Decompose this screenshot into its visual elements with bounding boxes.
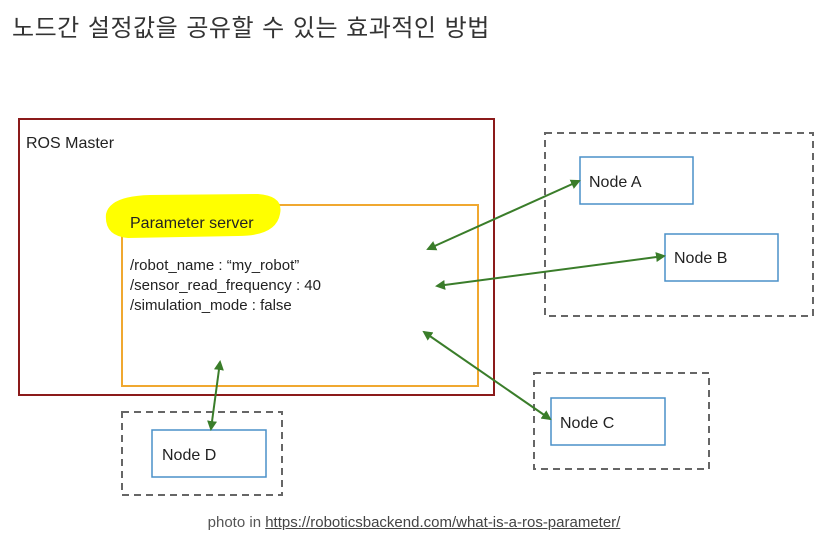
arrow-node-a bbox=[426, 179, 581, 251]
node-c-label: Node C bbox=[560, 415, 614, 432]
ros-master-label: ROS Master bbox=[26, 135, 115, 152]
param-robot-name: /robot_name : “my_robot” bbox=[130, 257, 299, 274]
source-link[interactable]: https://roboticsbackend.com/what-is-a-ro… bbox=[265, 514, 621, 531]
node-c-box bbox=[550, 397, 666, 446]
page-title: 노드간 설정값을 공유할 수 있는 효과적인 방법 bbox=[12, 14, 490, 42]
arrow-node-c bbox=[422, 330, 552, 421]
node-a-label: Node A bbox=[589, 174, 642, 191]
node-d-label: Node D bbox=[162, 447, 216, 464]
parameter-server-box bbox=[121, 204, 479, 387]
arrow-node-d bbox=[207, 360, 224, 431]
param-simulation-mode: /simulation_mode : false bbox=[130, 297, 292, 314]
node-b-box bbox=[664, 233, 779, 282]
node-d-container bbox=[121, 411, 283, 496]
node-c-container bbox=[533, 372, 710, 470]
node-b-label: Node B bbox=[674, 250, 727, 267]
param-sensor-read-frequency: /sensor_read_frequency : 40 bbox=[130, 277, 321, 294]
highlight-mark bbox=[105, 194, 281, 238]
photo-caption: photo in https://roboticsbackend.com/wha… bbox=[0, 514, 828, 531]
arrow-node-b bbox=[435, 252, 666, 290]
caption-prefix: photo in bbox=[207, 514, 266, 531]
parameter-server-label: Parameter server bbox=[130, 215, 254, 232]
